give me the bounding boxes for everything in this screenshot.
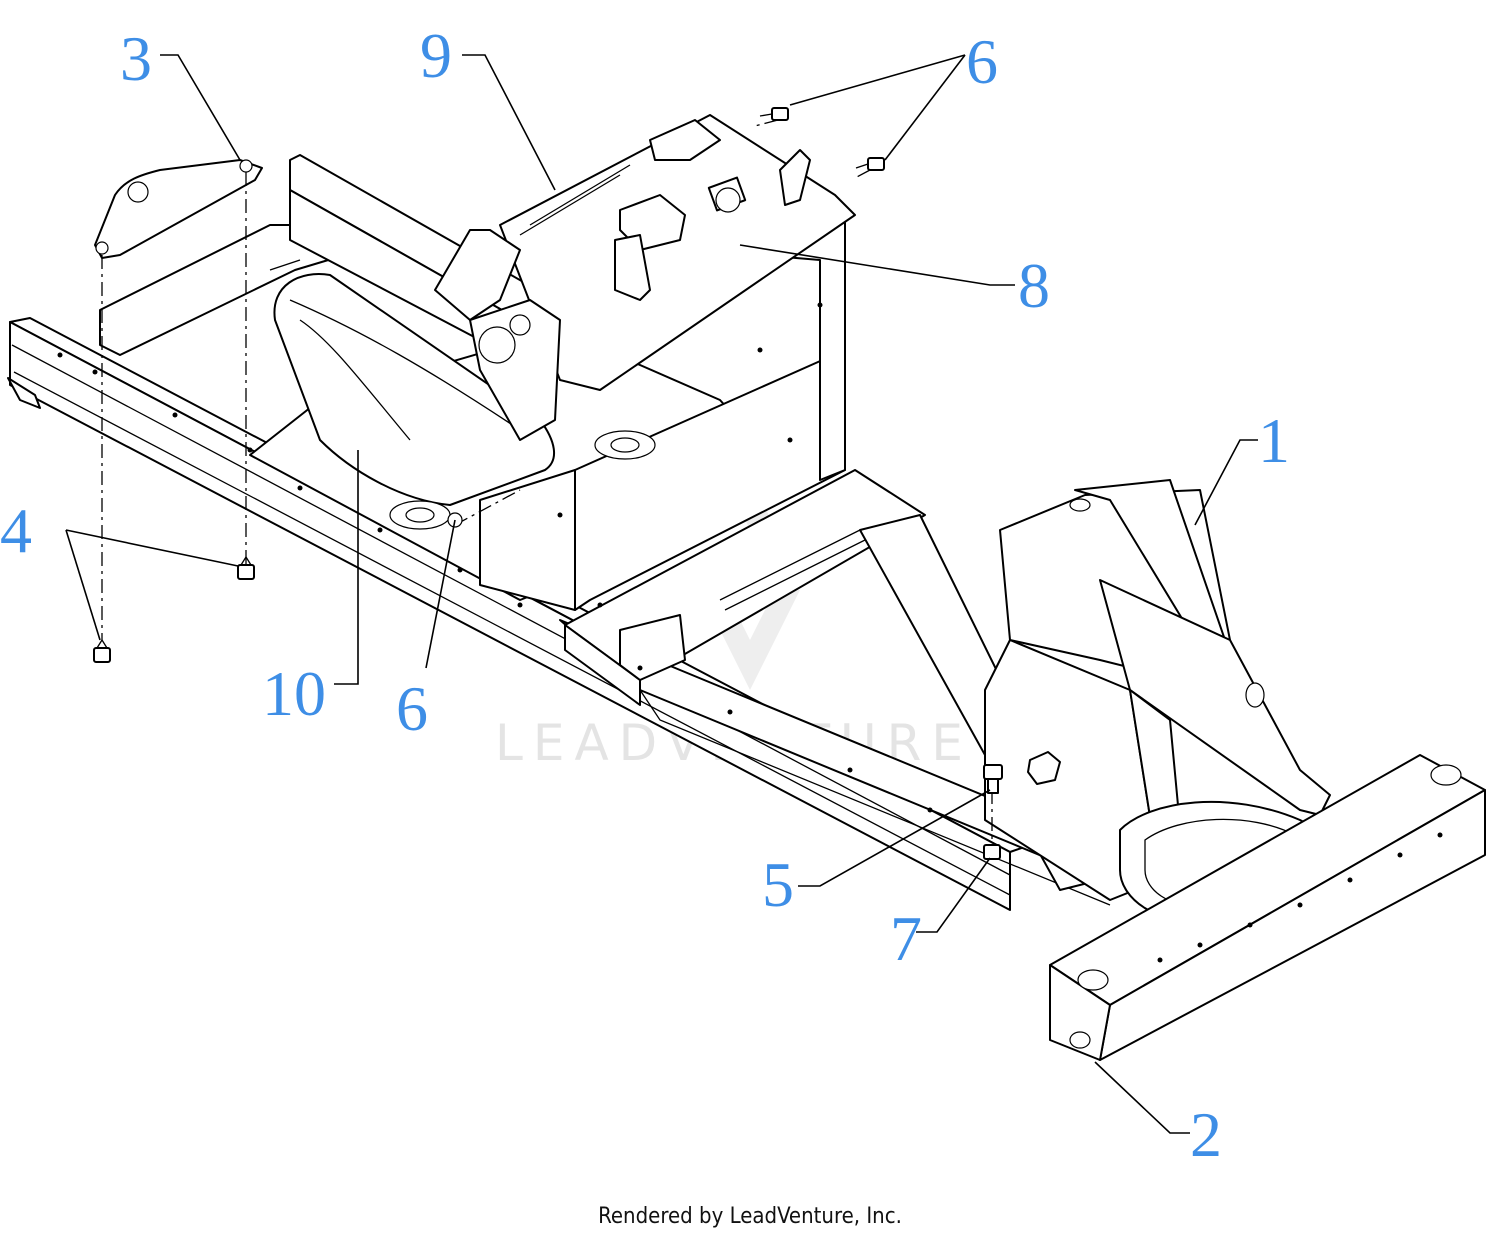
callout-10: 10 <box>262 658 326 729</box>
callout-4: 4 <box>0 495 32 566</box>
nut-7 <box>983 844 1001 860</box>
callout-8: 8 <box>1018 250 1050 321</box>
nut-4a <box>237 555 255 580</box>
bolt-5 <box>983 764 1003 794</box>
leader-6c <box>425 519 456 669</box>
leader-1 <box>1194 439 1258 526</box>
nut-4b <box>93 638 111 663</box>
leader-2 <box>1094 1061 1190 1134</box>
leader-10 <box>334 450 359 685</box>
leader-5 <box>798 789 991 887</box>
leader-8 <box>739 244 1015 286</box>
callout-2: 2 <box>1190 1099 1222 1170</box>
callout-3: 3 <box>120 23 152 94</box>
callout-7: 7 <box>890 903 922 974</box>
callout-6-top: 6 <box>966 26 998 97</box>
leader-9 <box>462 54 556 191</box>
leader-lines <box>65 54 1258 1134</box>
bolt-6b <box>855 157 885 171</box>
callout-9: 9 <box>420 20 452 91</box>
callout-labels: 3 9 6 8 1 4 10 6 5 7 2 <box>0 20 1290 1170</box>
frame-assembly <box>7 107 1486 1061</box>
bolt-6a <box>759 107 789 121</box>
callout-6-mid: 6 <box>396 673 428 744</box>
leader-4b <box>65 529 101 641</box>
callout-1: 1 <box>1258 405 1290 476</box>
callout-5: 5 <box>762 849 794 920</box>
leader-6a <box>789 54 966 106</box>
leader-7 <box>916 857 991 933</box>
leader-6b <box>884 54 966 161</box>
footer-credit: Rendered by LeadVenture, Inc. <box>598 1204 902 1229</box>
leader-4a <box>65 529 239 567</box>
leader-3 <box>160 54 241 161</box>
